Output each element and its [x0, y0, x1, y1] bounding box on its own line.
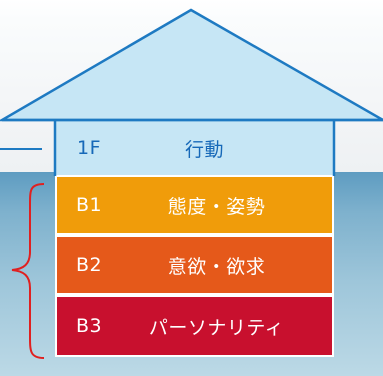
- floor-b3-name: パーソナリティ: [148, 316, 285, 339]
- house-roof: [0, 8, 383, 122]
- floor-1f: 1F 行動: [55, 120, 334, 176]
- floor-b2: B2 意欲・欲求: [55, 235, 334, 295]
- floor-b1-level: B1: [76, 194, 103, 216]
- floor-b1: B1 態度・姿勢: [55, 175, 334, 235]
- underground-bracket: [11, 183, 45, 359]
- floor-b3: B3 パーソナリティ: [55, 295, 334, 357]
- floor-b2-name: 意欲・欲求: [167, 255, 266, 278]
- floor-b2-level: B2: [76, 254, 103, 276]
- floor-b3-level: B3: [76, 315, 103, 337]
- floor-1f-level: 1F: [77, 137, 102, 159]
- floor-b1-name: 態度・姿勢: [167, 195, 266, 218]
- floor-1f-name: 行動: [184, 138, 224, 161]
